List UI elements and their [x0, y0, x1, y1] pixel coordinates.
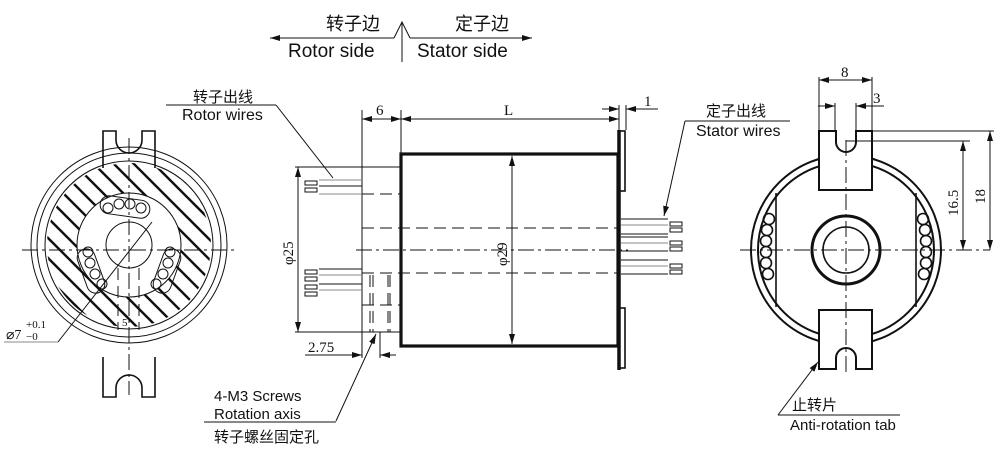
rotor-side-en: Rotor side: [288, 41, 375, 62]
slot-width: 3: [873, 91, 881, 107]
rotor-wires: [304, 179, 362, 297]
screws-label-cn: 转子螺丝固定孔: [214, 429, 319, 446]
ball-bearings-right: [916, 212, 933, 281]
anti-rotation-tab-bottom: [618, 307, 626, 369]
rotor-side-cn: 转子边: [326, 14, 380, 34]
hole-mark: 5: [122, 317, 128, 329]
anti-rotation-leader: [777, 361, 819, 416]
bore-tol-upper: +0.1: [26, 319, 46, 331]
stator-side-en: Stator side: [417, 41, 508, 62]
stator-wires-leader: [663, 120, 686, 217]
stator-side-cn: 定子边: [455, 14, 509, 34]
ball-bearings-left: [759, 212, 776, 281]
body-length: L: [504, 103, 513, 119]
wire-slots: [76, 195, 182, 294]
anti-rotation-tab-top: [618, 130, 626, 192]
rotation-axis-label: Rotation axis: [214, 406, 301, 423]
collar-length: 6: [376, 103, 384, 119]
screws-label: 4-M3 Screws: [214, 388, 302, 405]
side-indicator: 转子边 Rotor side 定子边 Stator side: [270, 14, 532, 62]
section-hatch: [46, 163, 211, 327]
anti-rotation-en: Anti-rotation tab: [790, 417, 896, 434]
tab-thickness: 1: [644, 94, 652, 110]
stator-end-view: 8 3 16.5 18 止转片 Anti-rotation tab: [740, 65, 994, 434]
bore-diameter: ⌀7: [6, 328, 21, 343]
stator-wires: [621, 218, 683, 275]
body-diameter: φ29: [495, 242, 511, 266]
stator-wires-en: Stator wires: [696, 123, 780, 140]
side-view: 转子出线 Rotor wires: [166, 89, 790, 446]
bore-leader: [57, 221, 153, 343]
anti-rotation-cn: 止转片: [792, 397, 837, 414]
rotor-wires-cn: 转子出线: [193, 89, 253, 106]
bore-tol-lower: −0: [26, 331, 38, 343]
rotor-wires-en: Rotor wires: [182, 107, 263, 124]
rotor-end-view: 5 ⌀7 +0.1 −0: [4, 130, 236, 398]
screws-leader: [335, 333, 377, 422]
screw-offset: 2.75: [308, 340, 334, 356]
slot-height: 16.5: [946, 190, 962, 216]
tab-height: 18: [973, 189, 989, 204]
rotor-wires-leader: [275, 104, 334, 179]
tab-width: 8: [841, 65, 849, 81]
stator-wires-cn: 定子出线: [706, 103, 766, 120]
collar-diameter: φ25: [281, 241, 297, 265]
